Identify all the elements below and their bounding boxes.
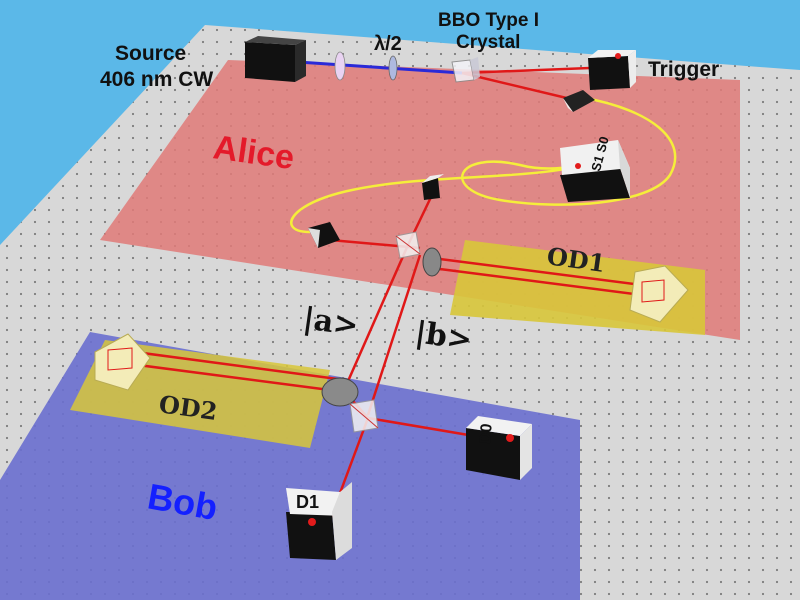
bbo-crystal bbox=[451, 57, 480, 83]
beam-splitter-bob bbox=[349, 399, 379, 433]
fiber-prism-left bbox=[308, 222, 340, 248]
trigger-label: Trigger bbox=[648, 58, 719, 81]
source-label-line1: Source bbox=[115, 42, 186, 65]
d0-detector: D0 bbox=[466, 416, 532, 480]
s1s0-detector: S1 S0 bbox=[560, 135, 630, 202]
trigger-detector bbox=[588, 50, 636, 90]
mirror-od2 bbox=[321, 377, 359, 407]
d0-label: D0 bbox=[477, 423, 496, 445]
fiber-coupler bbox=[563, 90, 595, 112]
beam-splitter-alice bbox=[395, 231, 421, 259]
corner-cube-od1 bbox=[629, 265, 689, 323]
fiber-prism-top bbox=[422, 174, 444, 200]
laser-source bbox=[245, 36, 306, 82]
half-wave-plate bbox=[388, 55, 398, 81]
d1-detector: D1 bbox=[286, 482, 352, 560]
ket-a-label: |a> bbox=[301, 301, 361, 343]
corner-cube-od2 bbox=[94, 333, 151, 391]
focusing-lens bbox=[334, 51, 346, 81]
source-label-line2: 406 nm CW bbox=[100, 68, 213, 91]
pump-beam bbox=[297, 60, 463, 75]
d1-label: D1 bbox=[296, 492, 319, 512]
crystal-label-line2: Crystal bbox=[456, 32, 520, 53]
mirror-od1 bbox=[422, 247, 442, 277]
optical-fiber bbox=[290, 96, 677, 234]
waveplate-label: λ/2 bbox=[374, 33, 402, 55]
ket-b-label: |b> bbox=[413, 315, 474, 358]
crystal-label-line1: BBO Type I bbox=[438, 10, 539, 31]
